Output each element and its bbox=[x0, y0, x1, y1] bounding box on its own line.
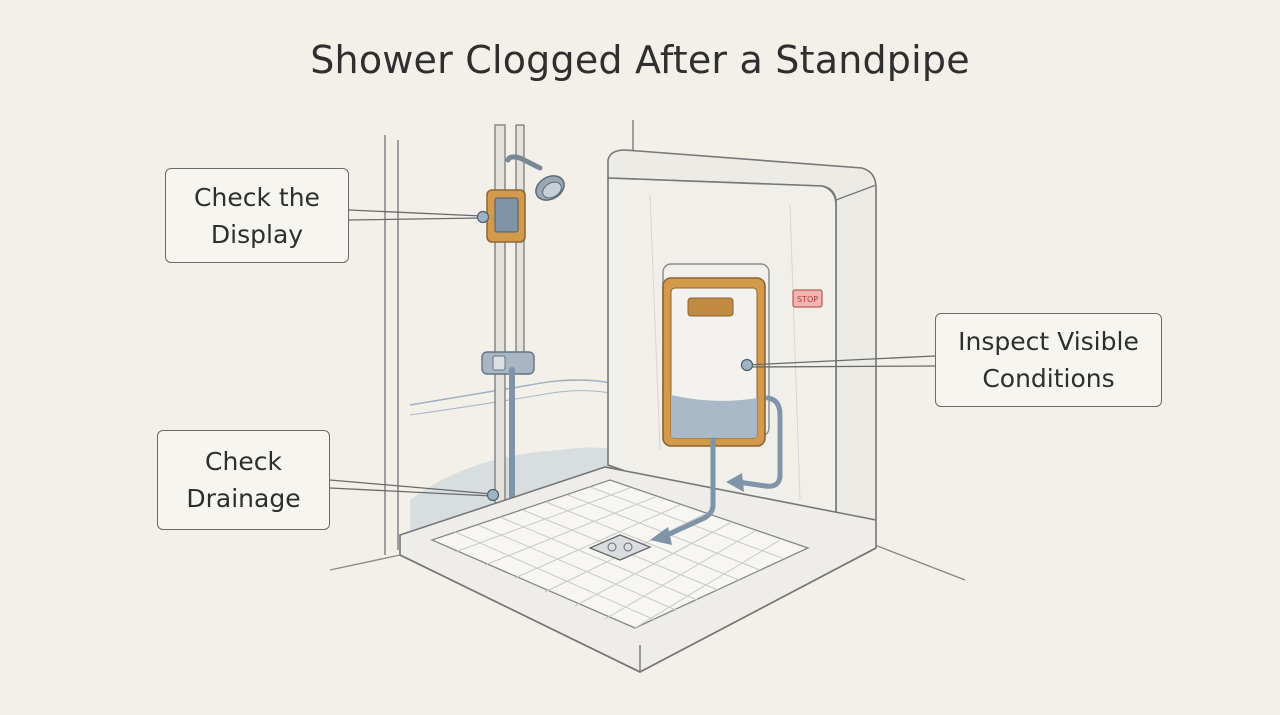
drain-grate-icon bbox=[588, 534, 652, 561]
slide-bracket bbox=[481, 351, 535, 375]
leader-dots bbox=[476, 210, 754, 502]
display-panel-icon bbox=[486, 189, 526, 243]
callout-display-line2: Display bbox=[210, 219, 304, 249]
page-title: Shower Clogged After a Standpipe bbox=[310, 38, 970, 82]
callout-inspect-line1: Inspect Visible bbox=[958, 327, 1139, 356]
callout-drainage-line2: Drainage bbox=[186, 484, 301, 513]
callout-check-drainage: Check Drainage bbox=[157, 430, 330, 530]
callout-check-display: Check the Display bbox=[165, 168, 349, 263]
callout-drainage-line1: Check bbox=[205, 447, 282, 476]
stop-sign: STOP bbox=[792, 289, 823, 308]
leader-lines bbox=[329, 209, 936, 497]
shower-head-icon bbox=[505, 154, 565, 201]
arrow-head-2 bbox=[726, 473, 744, 492]
callout-inspect-conditions: Inspect Visible Conditions bbox=[935, 313, 1162, 407]
arrow-head-1 bbox=[650, 527, 672, 545]
callout-display-line1: Check the bbox=[194, 182, 320, 212]
floor-lines bbox=[329, 544, 966, 581]
water-tank bbox=[662, 263, 770, 447]
stop-sign-label: STOP bbox=[797, 295, 818, 304]
callout-inspect-line2: Conditions bbox=[982, 364, 1115, 393]
flow-arrows bbox=[662, 395, 783, 539]
